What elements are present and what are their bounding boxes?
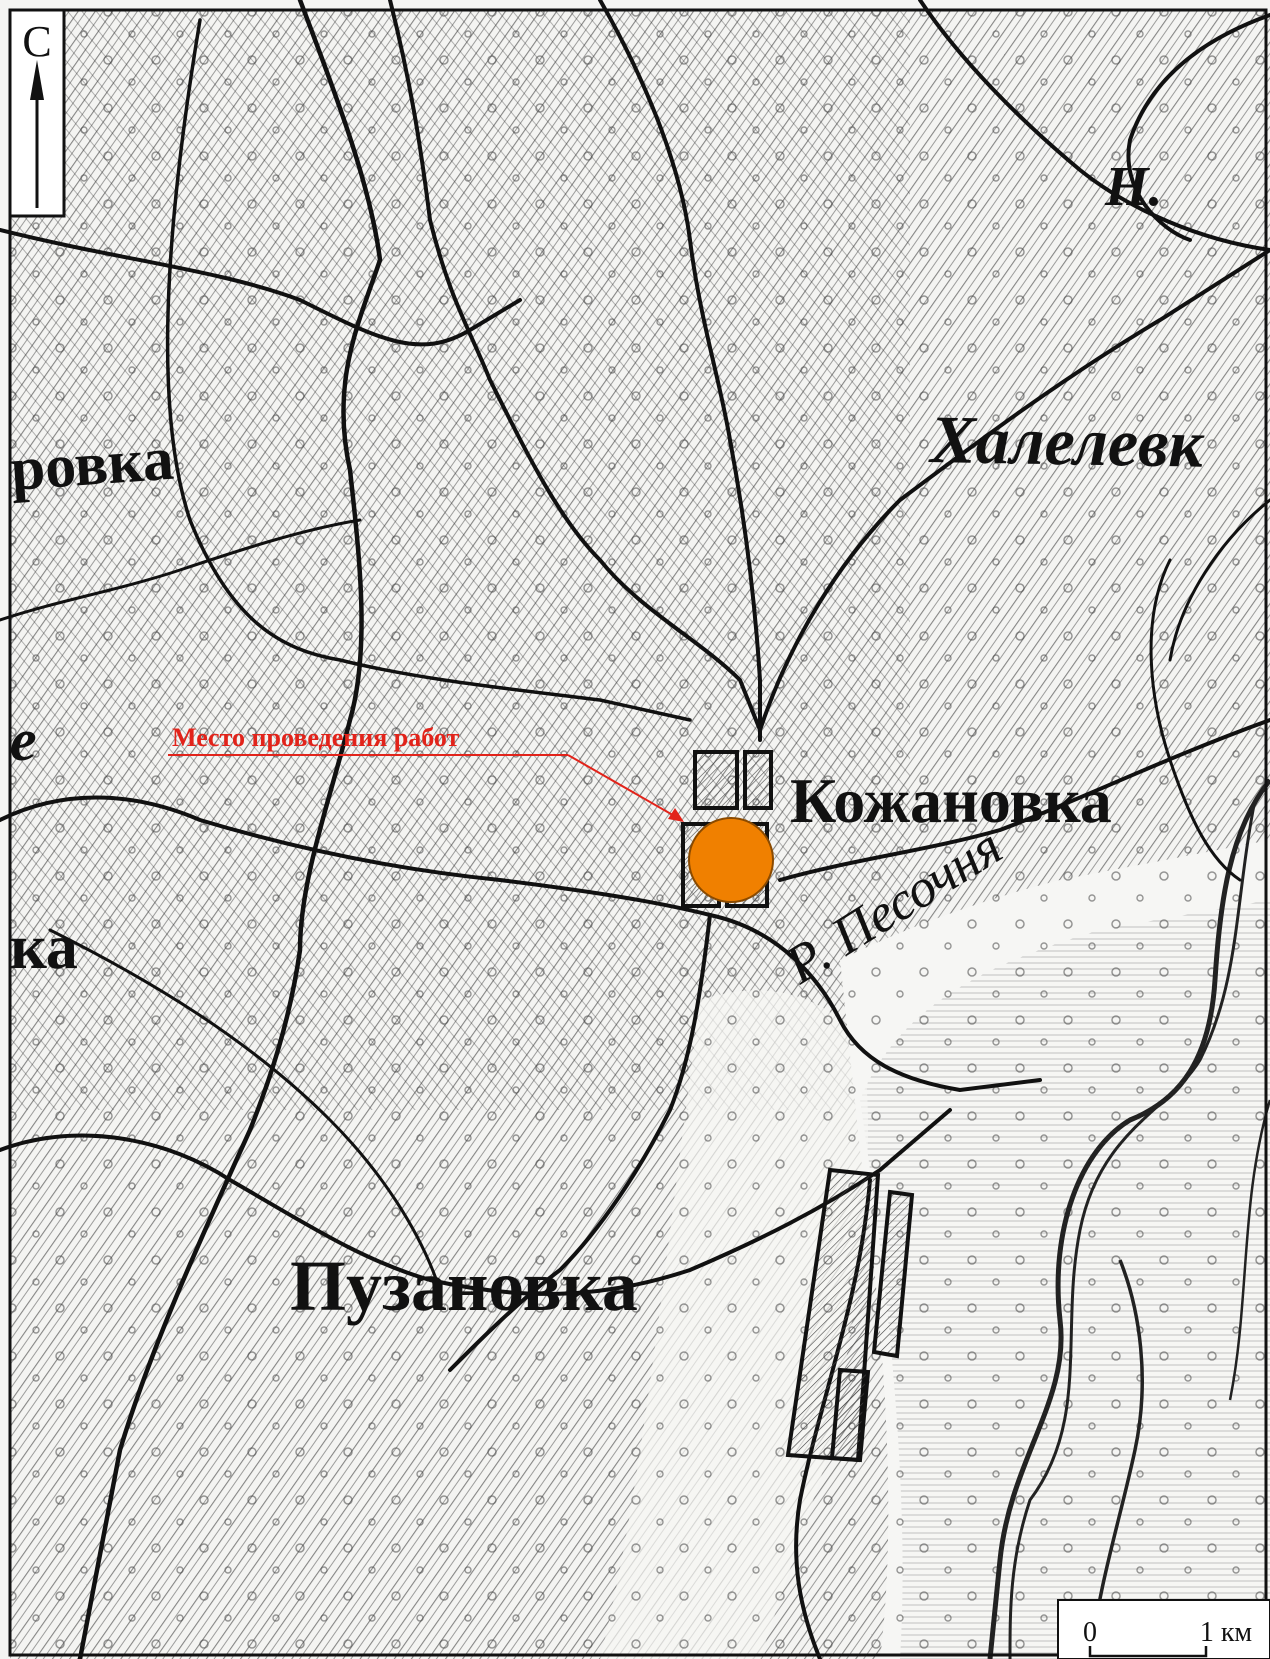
scale-bar: 0 1 км: [1057, 1599, 1270, 1659]
north-arrow: С: [8, 8, 66, 218]
label-kozhanovka: Кожановка: [790, 765, 1112, 836]
label-khalelevka: Халелевк: [928, 401, 1205, 482]
map-frame: [8, 8, 1268, 1657]
north-letter: С: [22, 17, 51, 66]
label-puzanovka: Пузановка: [290, 1246, 638, 1326]
rivers: [987, 778, 1270, 1659]
label-n-abbrev: Н.: [1104, 156, 1163, 218]
label-rovka-left: ровка: [8, 425, 176, 504]
callout-label: Место проведения работ: [172, 723, 460, 752]
village-puzanovka-blocks: [785, 1167, 915, 1463]
scale-zero: 0: [1083, 1617, 1097, 1648]
label-e-left: е: [10, 707, 37, 773]
label-ka-left: ка: [10, 911, 78, 982]
relief-dots: [10, 10, 1270, 1659]
work-site-callout: Место проведения работ: [168, 723, 684, 822]
work-site-marker: [688, 817, 774, 903]
place-labels: Халелевк Кожановка Пузановка ровка ка е …: [8, 156, 1205, 1326]
scale-end: 1 км: [1200, 1617, 1253, 1648]
